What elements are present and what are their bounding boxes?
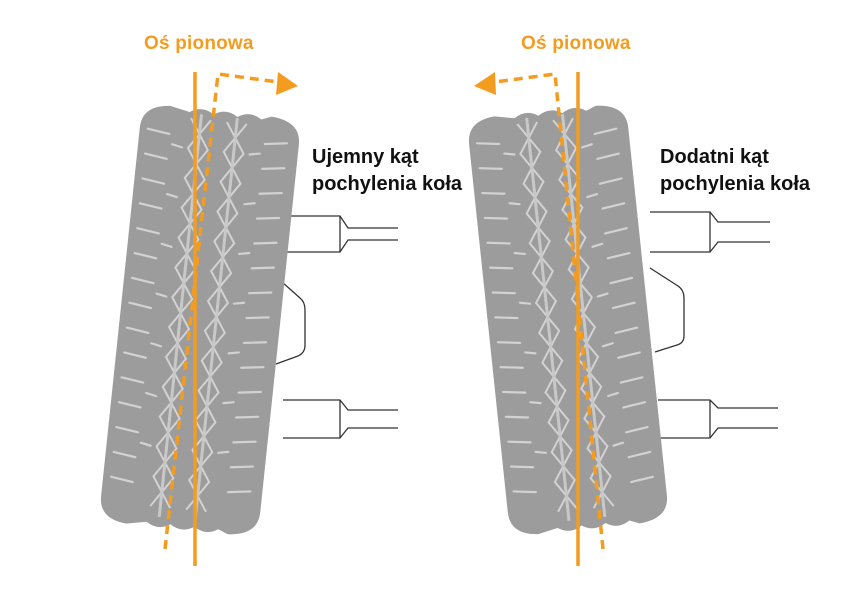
right-tilted-axis-arrow [474,72,605,550]
right-tire [466,102,670,538]
right-suspension [649,211,778,439]
right-axis-label: Oś pionowa [521,33,631,54]
positive-camber-label: Dodatni kąt pochylenia koła [660,144,810,198]
positive-camber-line2: pochylenia koła [660,173,811,195]
positive-camber-line1: Dodatni kąt [660,146,769,168]
left-tilted-axis-arrow [163,72,298,550]
left-suspension [275,215,398,439]
left-tire [98,102,302,538]
left-axis-label: Oś pionowa [144,33,254,54]
negative-camber-label: Ujemny kąt pochylenia koła [312,144,462,198]
negative-camber-line2: pochylenia koła [312,173,463,195]
negative-camber-line1: Ujemny kąt [312,146,419,168]
